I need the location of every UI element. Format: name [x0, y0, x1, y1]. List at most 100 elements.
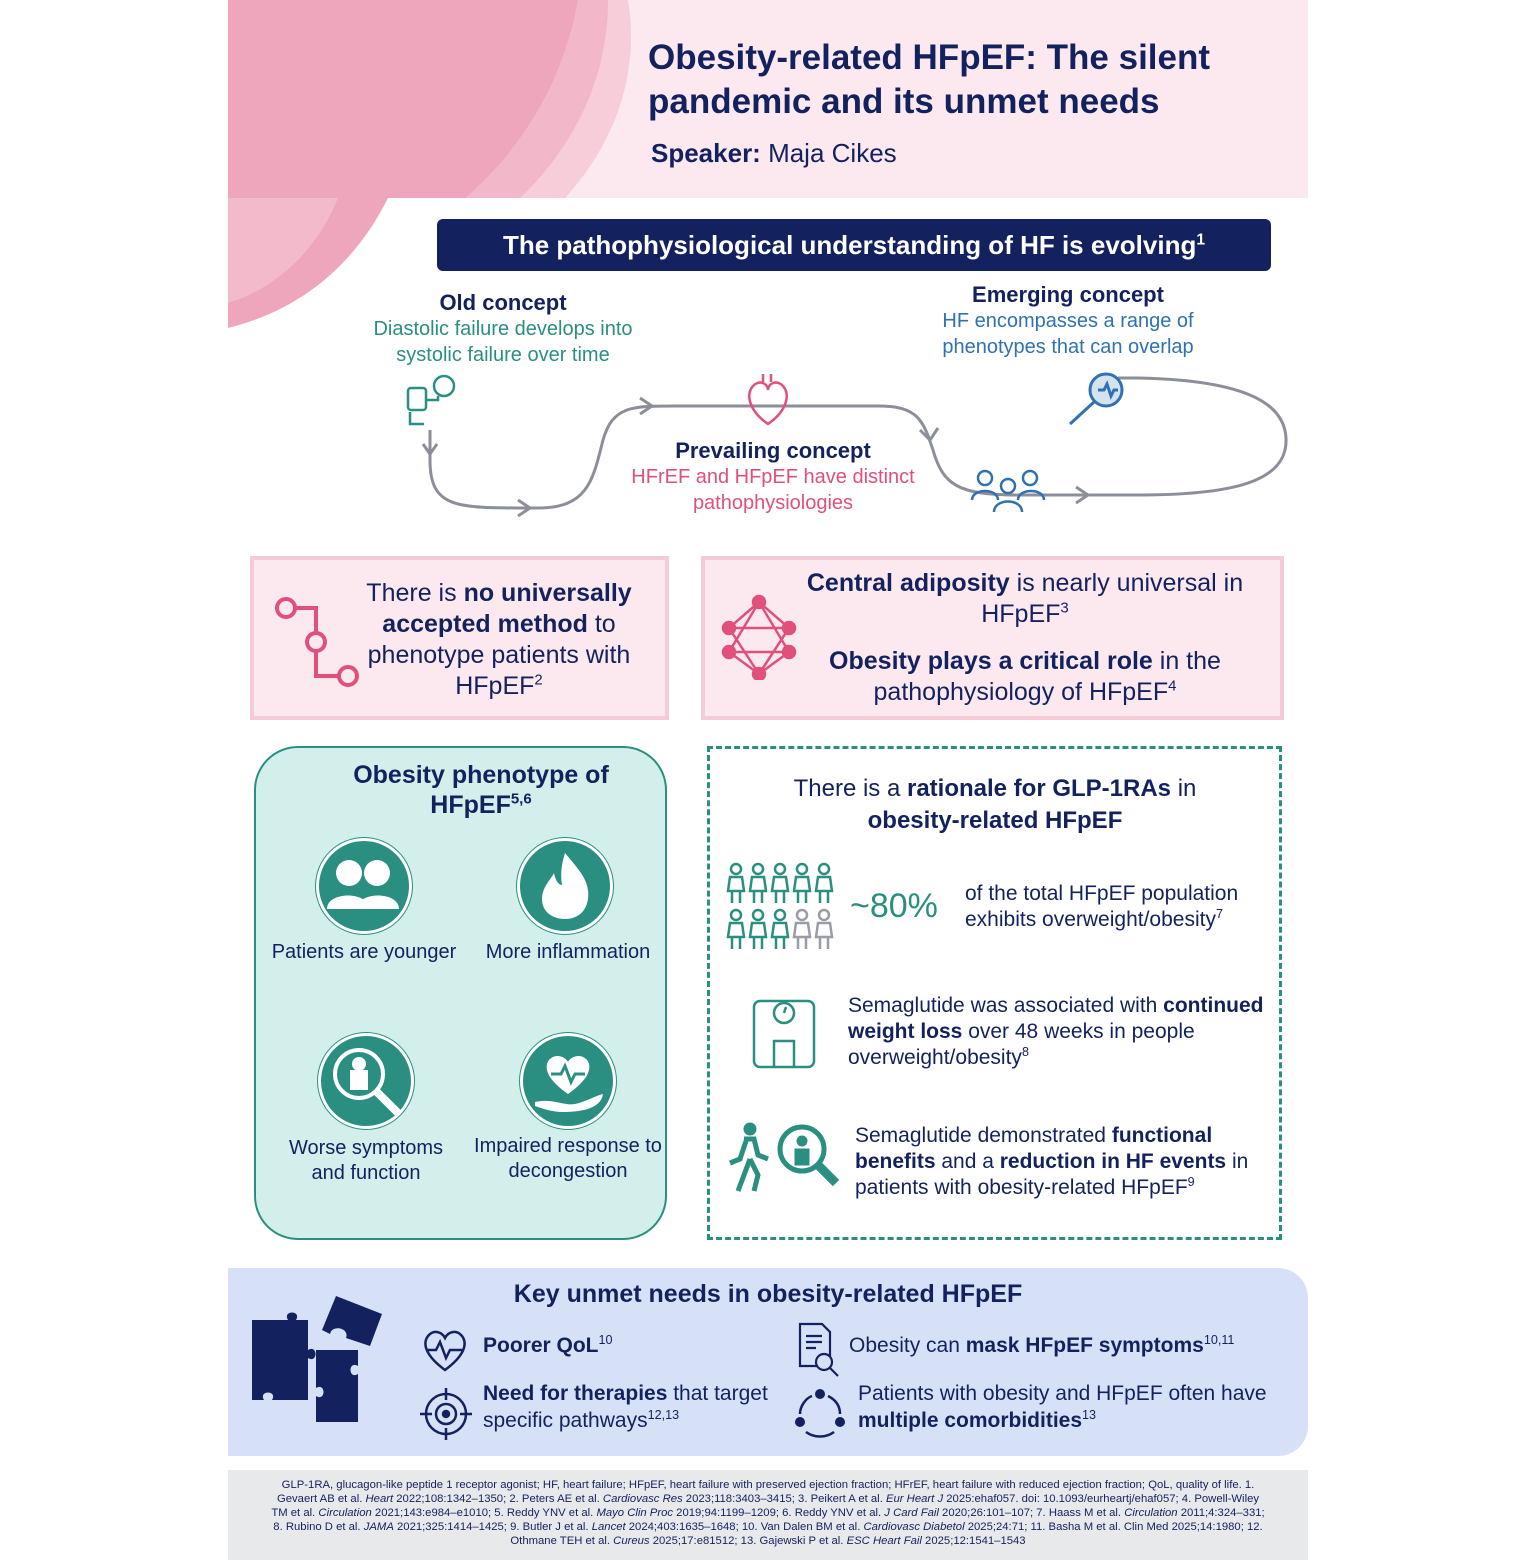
reference-text: Circulation [1124, 1507, 1178, 1519]
need-qol: Poorer QoL10 [483, 1334, 613, 1358]
reference-text: 2025;24:71; 11. Basha M et al. Clin Med … [510, 1521, 1263, 1547]
glp1-rationale-panel: There is a rationale for GLP-1RAs in obe… [707, 746, 1282, 1240]
ref: 10 [598, 1333, 613, 1347]
text: There is [366, 579, 464, 607]
emphasis: Need for therapies [483, 1382, 668, 1405]
concept-desc: Diastolic failure develops into [373, 318, 633, 340]
reference-text: 2011;4:324–331; 8. Rubino D et al. [273, 1507, 1265, 1533]
text: of the total HFpEF population exhibits o… [965, 882, 1239, 931]
semaglutide-weight-text: Semaglutide was associated with continue… [848, 993, 1268, 1071]
emphasis: obesity-related HFpEF [867, 807, 1123, 834]
emphasis: Central adiposity [806, 569, 1010, 597]
reference-text: GLP-1RA, glucagon-like peptide 1 recepto… [276, 1479, 1255, 1505]
need-comorbidities: Patients with obesity and HFpEF often ha… [858, 1380, 1278, 1434]
phenotyping-box: There is no universally accepted method … [250, 556, 669, 720]
phenotype-label: Worse symptoms and function [288, 1137, 444, 1184]
concept-desc: systolic failure over time [396, 344, 610, 366]
speaker: Speaker: Maja Cikes [651, 138, 897, 169]
text: Patients with obesity and HFpEF often ha… [858, 1382, 1267, 1405]
walking-magnifier-icon [729, 1122, 840, 1192]
cycle-icon [795, 1389, 845, 1438]
reference-text: Cureus [613, 1535, 650, 1547]
younger-patients-icon [316, 838, 412, 934]
adiposity-box: Central adiposity is nearly universal in… [701, 556, 1284, 720]
text: Semaglutide was associated with [848, 994, 1164, 1017]
document-search-icon [798, 1322, 839, 1377]
title-line: Obesity-related HFpEF: The silent [648, 38, 1211, 77]
reference-text: Lancet [591, 1521, 626, 1533]
reference-text: 2024;403:1635–1648; 10. Van Dalen BM et … [625, 1521, 864, 1533]
text: that target specific pathways [483, 1382, 768, 1432]
heart-hand-icon [520, 1033, 616, 1129]
text: to phenotype patients with HFpEF [367, 610, 631, 700]
reference-text: Cardiovasc Diabetol [863, 1521, 965, 1533]
heart-rate-icon [424, 1330, 466, 1372]
speaker-name: Maja Cikes [760, 138, 897, 168]
network-icon [721, 594, 797, 680]
ref: 2 [534, 671, 543, 689]
reference-text: 2022;108:1342–1350; 2. Peters AE et al. [393, 1493, 603, 1505]
unmet-needs-panel: Key unmet needs in obesity-related HFpEF… [228, 1268, 1308, 1456]
infographic: Obesity-related HFpEF: The silent pandemi… [228, 0, 1308, 1560]
text: Semaglutide demonstrated [855, 1124, 1112, 1147]
population-icon [726, 862, 834, 951]
magnifier-heart-icon [1068, 372, 1124, 426]
flame-icon [517, 838, 613, 934]
emphasis: Obesity plays a critical role [829, 647, 1153, 675]
stat-description: of the total HFpEF population exhibits o… [965, 881, 1270, 933]
reference-text: 2019;94:1199–1209; 6. Reddy YNV et al. [673, 1507, 885, 1519]
scale-icon [752, 999, 816, 1069]
ref: 5,6 [510, 790, 532, 808]
needs-title: Key unmet needs in obesity-related HFpEF [513, 1280, 1023, 1308]
heart-icon [748, 374, 788, 426]
reference-text: Circulation [318, 1507, 372, 1519]
puzzle-icon [252, 1296, 382, 1422]
text: in [1171, 775, 1197, 802]
text: in patients with obesity-related HFpEF [855, 1150, 1249, 1199]
pathway-nodes-icon [275, 597, 359, 687]
header: Obesity-related HFpEF: The silent pandemi… [228, 0, 1308, 198]
section-banner: The pathophysiological understanding of … [437, 219, 1271, 271]
reference-text: Eur Heart J [885, 1493, 944, 1505]
page-title: Obesity-related HFpEF: The silent pandemi… [648, 36, 1210, 124]
emphasis: multiple comorbidities [858, 1409, 1083, 1432]
ref: 3 [1060, 599, 1069, 617]
phenotype-label: Patients are younger [271, 941, 457, 963]
title-text: Obesity phenotype of HFpEF [353, 761, 609, 819]
text: There is a [793, 775, 907, 802]
panel-title: Obesity phenotype of HFpEF5,6 [316, 760, 646, 820]
concept-desc: pathophysiologies [692, 492, 854, 514]
adiposity-text: Central adiposity is nearly universal in… [805, 568, 1245, 630]
concept-desc: HF encompasses a range of [942, 310, 1194, 332]
rationale-title: There is a rationale for GLP-1RAs in obe… [750, 773, 1240, 837]
concept-flow-arrow [421, 376, 1288, 518]
obesity-role-text: Obesity plays a critical role in the pat… [805, 646, 1245, 708]
title-line: pandemic and its unmet needs [648, 82, 1160, 121]
reference-text: 2025;17:e81512; 13. Gajewski P et al. [649, 1535, 847, 1547]
concept-desc: HFrEF and HFpEF have distinct [631, 466, 915, 488]
blood-pressure-icon [406, 374, 456, 426]
ref: 1 [1196, 231, 1206, 249]
reference-text: J Card Fail [884, 1507, 939, 1519]
reference-text: Cardiovasc Res [602, 1493, 683, 1505]
references-footer: GLP-1RA, glucagon-like peptide 1 recepto… [228, 1470, 1308, 1560]
reference-text: 2020;26:101–107; 7. Haass M et al. [938, 1507, 1125, 1519]
phenotype-label: Impaired response to decongestion [474, 1135, 662, 1182]
text: in the pathophysiology of HFpEF [873, 647, 1221, 706]
target-icon [420, 1388, 472, 1440]
ref: 8 [1021, 1045, 1029, 1059]
reference-text: 2025:ehaf057. doi: 10.1093/eurheartj/eha… [271, 1493, 1260, 1519]
semaglutide-function-text: Semaglutide demonstrated functional bene… [855, 1123, 1275, 1201]
phenotyping-text: There is no universally accepted method … [349, 578, 649, 702]
emphasis: Poorer QoL [483, 1334, 599, 1357]
speaker-label: Speaker: [651, 138, 761, 168]
reference-text: 2021;325:1414–1425; 9. Butler J et al. [393, 1521, 592, 1533]
text: Obesity can [849, 1334, 966, 1357]
ref: 13 [1082, 1408, 1097, 1422]
emphasis: rationale for GLP-1RAs [906, 775, 1172, 802]
emphasis: reduction in HF events [999, 1150, 1227, 1173]
concept-title: Emerging concept [972, 282, 1164, 307]
ref: 12,13 [647, 1408, 680, 1422]
reference-text: JAMA [363, 1521, 394, 1533]
decorative-wave-lower [228, 198, 388, 328]
